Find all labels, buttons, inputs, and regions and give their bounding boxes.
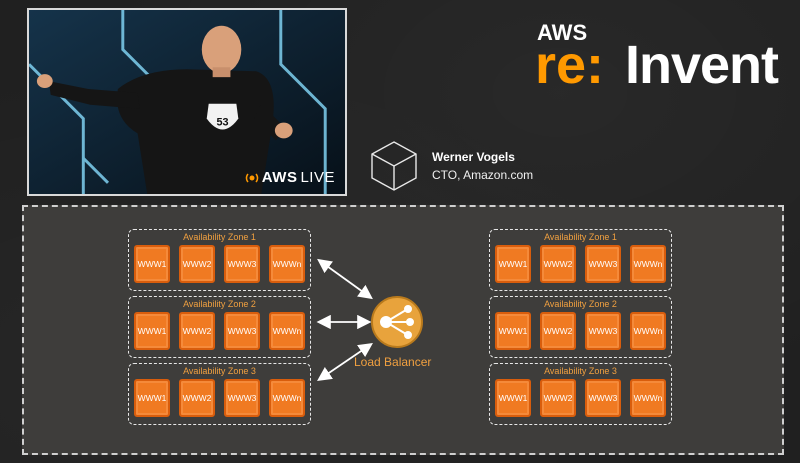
server-box: WWW1 — [495, 312, 531, 350]
server-box: WWW1 — [495, 379, 531, 417]
server-box: WWW3 — [585, 312, 621, 350]
server-box: WWW2 — [179, 379, 215, 417]
zone-label: Availability Zone 1 — [544, 232, 617, 242]
aws-live-icon — [245, 173, 259, 182]
server-box: WWW3 — [224, 245, 260, 283]
server-box: WWW3 — [585, 245, 621, 283]
server-box: WWWn — [630, 245, 666, 283]
arrow-icon — [317, 342, 373, 382]
brand-aws: AWS — [537, 20, 588, 45]
server-box: WWWn — [269, 245, 305, 283]
server-box: WWW2 — [540, 379, 576, 417]
brand-invent: Invent — [625, 35, 779, 95]
right-availability-zone-3: Availability Zone 3 WWW1 WWW2 WWW3 WWWn — [489, 363, 672, 425]
load-balancer-label: Load Balancer — [354, 355, 432, 369]
server-box: WWW2 — [179, 245, 215, 283]
reinvent-logo: AWS re: Invent — [535, 20, 785, 95]
aws-live-aws: AWS — [261, 169, 298, 186]
zone-label: Availability Zone 2 — [544, 299, 617, 309]
connection-arrows — [316, 258, 373, 382]
server-box: WWW2 — [540, 312, 576, 350]
zone-label: Availability Zone 3 — [183, 366, 256, 376]
shirt-number: 53 — [216, 117, 228, 129]
architecture-diagram: Availability Zone 1 WWW1 WWW2 WWW3 WWWn … — [22, 205, 784, 455]
speaker-name: Werner Vogels — [432, 150, 515, 164]
aws-live-live: LIVE — [300, 169, 335, 186]
left-availability-zone-1: Availability Zone 1 WWW1 WWW2 WWW3 WWWn — [128, 229, 311, 291]
load-balancer-icon — [371, 296, 423, 348]
server-box: WWW3 — [585, 379, 621, 417]
server-box: WWWn — [269, 312, 305, 350]
server-box: WWW1 — [134, 312, 170, 350]
server-box: WWW1 — [495, 245, 531, 283]
brand-re: re: — [535, 35, 605, 95]
server-box: WWWn — [630, 379, 666, 417]
server-box: WWWn — [630, 312, 666, 350]
zone-label: Availability Zone 2 — [183, 299, 256, 309]
arrow-icon — [317, 258, 373, 300]
zone-label: Availability Zone 3 — [544, 366, 617, 376]
zone-label: Availability Zone 1 — [183, 232, 256, 242]
left-availability-zone-3: Availability Zone 3 WWW1 WWW2 WWW3 WWWn — [128, 363, 311, 425]
server-box: WWW2 — [179, 312, 215, 350]
left-availability-zone-2: Availability Zone 2 WWW1 WWW2 WWW3 WWWn — [128, 296, 311, 358]
speaker-figure — [36, 25, 293, 194]
server-box: WWW3 — [224, 312, 260, 350]
speaker-title: CTO, Amazon.com — [432, 168, 534, 182]
server-box: WWW1 — [134, 379, 170, 417]
right-availability-zone-2: Availability Zone 2 WWW1 WWW2 WWW3 WWWn — [489, 296, 672, 358]
speaker-cube-icon — [371, 141, 417, 191]
server-box: WWWn — [269, 379, 305, 417]
server-box: WWW3 — [224, 379, 260, 417]
server-box: WWW1 — [134, 245, 170, 283]
server-box: WWW2 — [540, 245, 576, 283]
stage-backdrop: 53 — [29, 10, 345, 194]
right-availability-zone-1: Availability Zone 1 WWW1 WWW2 WWW3 WWWn — [489, 229, 672, 291]
